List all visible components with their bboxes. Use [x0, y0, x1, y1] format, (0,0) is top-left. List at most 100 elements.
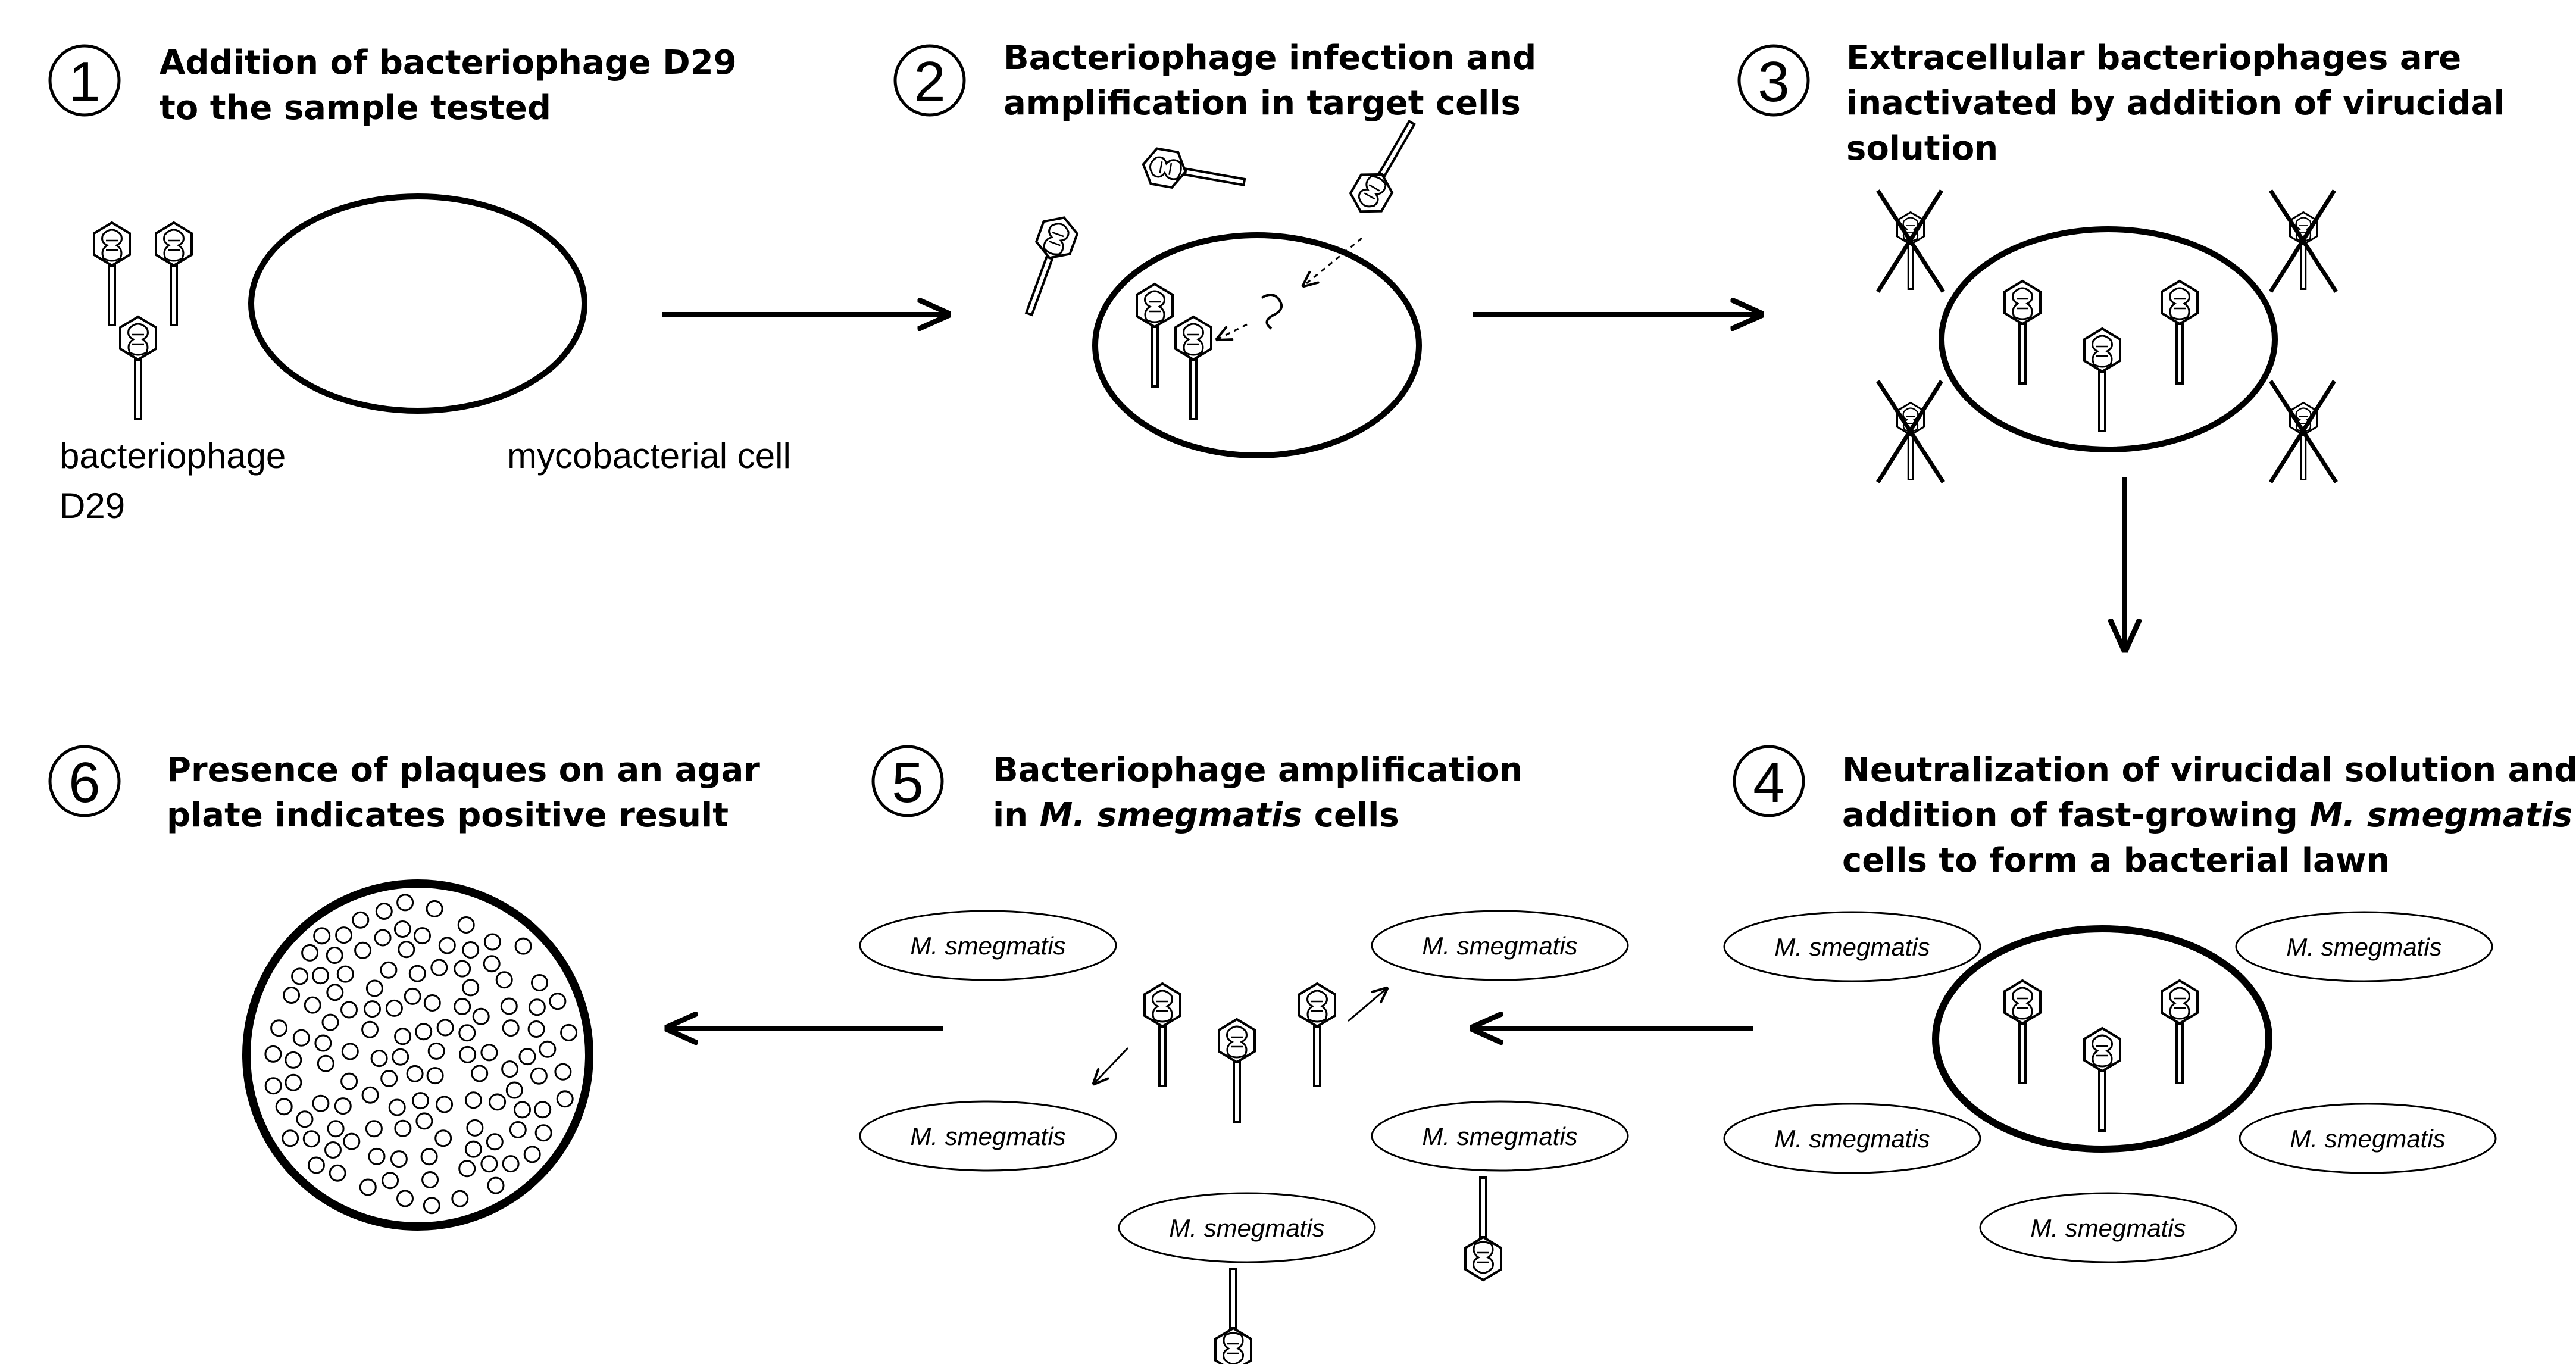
plaque [528, 998, 546, 1016]
bacteriophage-injecting-icon [1344, 113, 1428, 222]
plaque [324, 1141, 342, 1159]
plaque [354, 941, 372, 959]
plaque [426, 900, 443, 917]
step-title-line2: in M. smegmatis cells [993, 796, 1399, 835]
smeg-label: M. smegmatis [2286, 933, 2441, 961]
bacteriophage-icon [119, 316, 157, 420]
bacteriophage-icon [1143, 982, 1181, 1087]
plaque [264, 1045, 282, 1063]
step-6-header: 6 Presence of plaques on an agar plate i… [48, 745, 760, 835]
step-number: 2 [914, 50, 945, 114]
plaque [361, 1086, 379, 1104]
plaque [307, 1156, 325, 1174]
smeg-label: M. smegmatis [1169, 1214, 1324, 1242]
plaque [343, 1132, 361, 1150]
step-title-line2: plate indicates positive result [167, 796, 729, 835]
plaque [326, 984, 344, 1001]
step-4-header: 4 Neutralization of virucidal solution a… [1733, 745, 2576, 880]
plaques [264, 894, 578, 1215]
plaque [487, 1176, 505, 1194]
plaque [459, 1045, 477, 1063]
plaque [505, 1081, 523, 1099]
plaque [312, 1094, 330, 1112]
plaque [388, 1098, 406, 1116]
step-title-line1: Extracellular bacteriophages are [1846, 39, 2461, 77]
plaque [501, 1060, 519, 1078]
plaque [317, 1054, 334, 1072]
bacteriophage-protected-icon [2083, 327, 2121, 432]
plaque [434, 1129, 452, 1147]
plaque [527, 1020, 545, 1038]
step-number-circle [1737, 44, 1810, 117]
step-number: 1 [68, 50, 100, 114]
cross-icon [2269, 189, 2338, 293]
plaque [380, 1070, 398, 1087]
plaque [326, 947, 343, 964]
plaque [380, 961, 398, 979]
plaque [426, 1067, 444, 1085]
plaque [385, 999, 403, 1017]
plaque [304, 996, 321, 1014]
plaque [359, 1178, 377, 1196]
step-number-circle [48, 745, 121, 817]
plaque [534, 1124, 552, 1142]
plaque [486, 1133, 504, 1151]
plaque [549, 993, 567, 1010]
smeg-label: M. smegmatis [1422, 932, 1577, 960]
plaque [454, 960, 471, 978]
plaque [480, 1044, 498, 1062]
plaque [530, 1067, 548, 1085]
plaque [285, 1073, 302, 1091]
mycobacterial-cell [248, 193, 587, 414]
plaque [382, 1172, 399, 1190]
plaque [436, 1096, 454, 1113]
step-number: 3 [1758, 50, 1789, 114]
step-number-circle [871, 745, 944, 817]
plaque [340, 1001, 358, 1019]
plaque [483, 933, 501, 951]
smeg-cell: M. smegmatis [859, 1100, 1117, 1172]
plaque [283, 987, 301, 1004]
smeg-label: M. smegmatis [1774, 1125, 1930, 1153]
plaque [314, 1034, 332, 1052]
plaque [352, 911, 370, 929]
plaque [394, 1028, 412, 1045]
plaque [495, 971, 513, 989]
smeg-label: M. smegmatis [1774, 933, 1930, 961]
smeg-label: M. smegmatis [2290, 1125, 2445, 1153]
plaque [375, 903, 393, 920]
plaque [458, 1024, 476, 1042]
plaque [392, 1048, 409, 1066]
plaque [396, 894, 414, 912]
smeg-cell: M. smegmatis [2239, 1103, 2497, 1174]
plaque [404, 987, 421, 1005]
smeg-label: M. smegmatis [2030, 1214, 2186, 1242]
plaque [408, 965, 426, 982]
plaque [361, 1020, 379, 1038]
plaque [329, 1164, 346, 1182]
smeg-cell: M. smegmatis [2235, 911, 2493, 982]
plaque [396, 1190, 414, 1207]
plaque [275, 1098, 293, 1116]
plaque [393, 920, 411, 938]
plaque [341, 1043, 359, 1060]
plaque [556, 1090, 574, 1108]
agar-plate [242, 879, 593, 1231]
plaque [398, 941, 415, 959]
cross-icon [1876, 380, 1945, 483]
plaque [270, 1019, 288, 1037]
step-title-line2: to the sample tested [160, 89, 551, 127]
smeg-cell-infected: M. smegmatis [1118, 1192, 1376, 1367]
plaque [292, 1029, 310, 1047]
plaque [436, 1019, 454, 1037]
plaque [471, 1065, 489, 1082]
bacteriophage-icon [2003, 979, 2042, 1084]
plaque [336, 965, 354, 983]
plaque [489, 1093, 507, 1111]
step-title-line3: cells to form a bacterial lawn [1842, 841, 2390, 880]
smeg-cell-infected: M. smegmatis [1371, 1100, 1629, 1281]
plaque [296, 1110, 314, 1128]
plaque [334, 1097, 352, 1115]
plaque [480, 1155, 498, 1173]
